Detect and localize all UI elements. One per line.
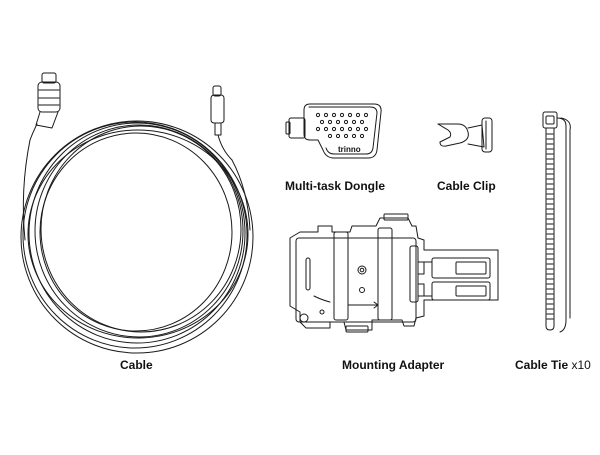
dongle-vent-dots [316, 113, 367, 137]
dongle-brand-text: trinno [338, 145, 361, 154]
cable-tie-illustration [543, 112, 570, 332]
cable-usb-connector [211, 86, 232, 160]
dongle-illustration [286, 104, 381, 158]
cable-clip-label: Cable Clip [437, 179, 496, 193]
cable-coil [21, 121, 253, 353]
cable-tie-label: Cable Tie x10 [515, 358, 591, 372]
cable-illustration [21, 73, 253, 353]
cable-tie-quantity: x10 [571, 358, 591, 372]
cable-tie-ridges [547, 134, 553, 319]
mounting-adapter-illustration [290, 214, 498, 332]
cable-tie-name: Cable Tie [515, 358, 569, 372]
mounting-adapter-label: Mounting Adapter [342, 358, 445, 372]
cable-label: Cable [120, 358, 153, 372]
cable-clip-illustration [438, 118, 492, 152]
dongle-label: Multi-task Dongle [285, 179, 386, 193]
cable-plug-connector [30, 73, 60, 140]
